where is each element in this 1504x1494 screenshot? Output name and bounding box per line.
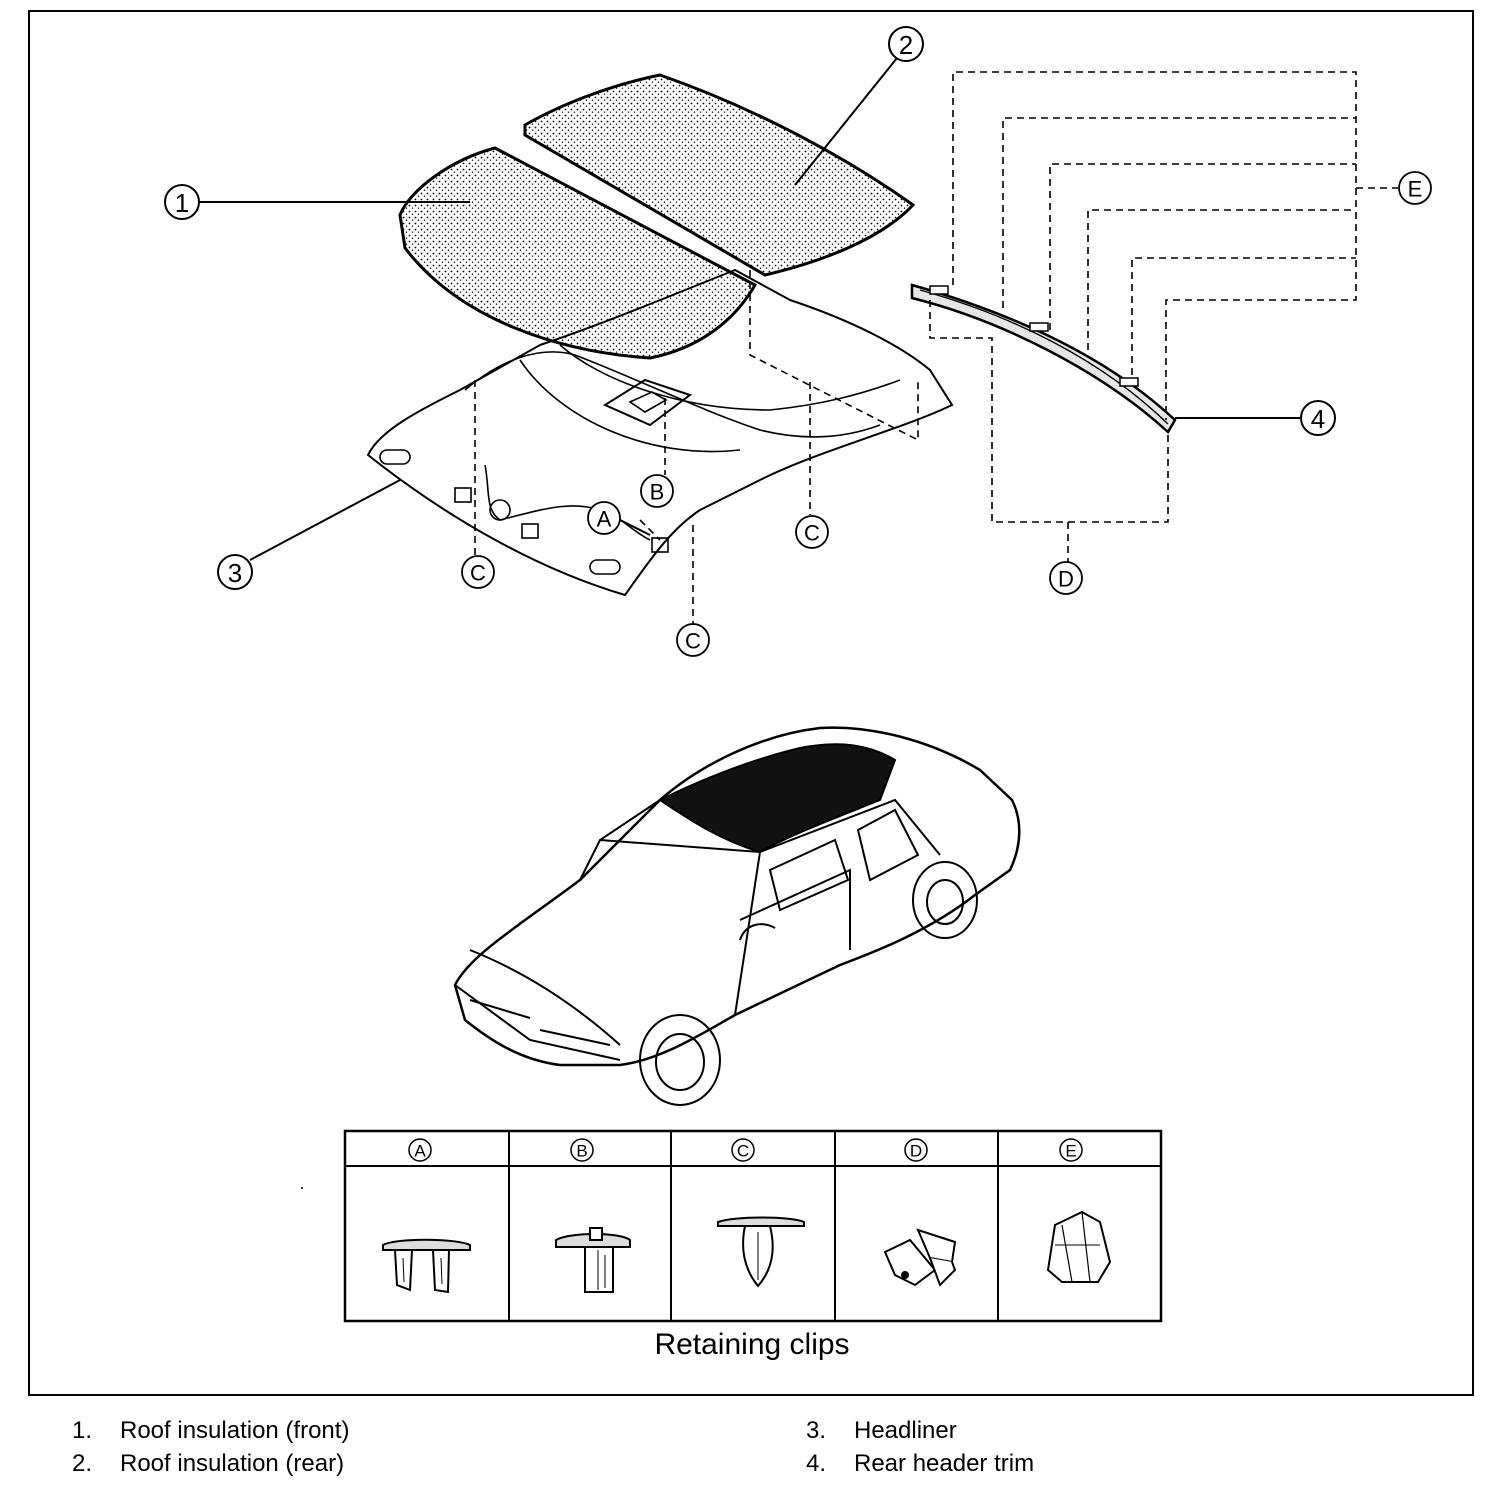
callout-4: 4 <box>1300 400 1336 436</box>
callout-2: 2 <box>888 26 924 62</box>
callout-leaders <box>200 57 1300 561</box>
legend-left: 1.Roof insulation (front) 2.Roof insulat… <box>72 1414 349 1480</box>
roof-insulation-rear <box>523 73 916 277</box>
clip-e-drawing <box>1046 1210 1112 1283</box>
svg-text:C: C <box>804 521 820 546</box>
stray-mark <box>301 1187 303 1189</box>
callout-1: 1 <box>164 184 200 220</box>
clip-callout-c-left: C <box>461 555 495 589</box>
clip-callout-a: A <box>587 501 621 535</box>
legend-item-1: 1.Roof insulation (front) <box>72 1417 350 1444</box>
svg-text:C: C <box>685 629 701 654</box>
diagram-frame <box>28 10 1474 1396</box>
clip-callout-e: E <box>1398 171 1432 205</box>
svg-text:E: E <box>1065 1142 1076 1161</box>
clip-c-drawing <box>717 1216 805 1288</box>
svg-text:B: B <box>576 1142 587 1161</box>
clip-callout-c-right: C <box>795 515 829 549</box>
svg-text:B: B <box>650 480 665 505</box>
svg-text:4: 4 <box>1311 404 1325 434</box>
clip-header-b: B <box>570 1138 594 1162</box>
clips-caption: Retaining clips <box>654 1328 850 1361</box>
clip-header-a: A <box>408 1138 432 1162</box>
legend-item-4: 4.Rear header trim <box>806 1450 1035 1477</box>
legend-right: 3.Headliner 4.Rear header trim <box>806 1414 1034 1480</box>
svg-text:A: A <box>597 507 612 532</box>
car-illustration <box>453 726 1021 1106</box>
clip-leader-lines <box>474 71 1398 625</box>
clip-header-e: E <box>1059 1138 1083 1162</box>
svg-text:D: D <box>910 1142 922 1161</box>
roof-insulation-front <box>398 146 758 360</box>
clip-d-drawing <box>883 1228 957 1287</box>
svg-text:C: C <box>470 561 486 586</box>
svg-text:C: C <box>737 1142 749 1161</box>
rear-header-trim <box>910 283 1177 434</box>
legend-item-3: 3.Headliner <box>806 1417 957 1444</box>
legend-item-2: 2.Roof insulation (rear) <box>72 1450 345 1477</box>
clip-b-drawing <box>555 1227 631 1293</box>
callout-3: 3 <box>217 554 253 590</box>
svg-text:3: 3 <box>228 558 242 588</box>
retaining-clips-table <box>343 1129 1163 1323</box>
clip-callout-c-bottom: C <box>676 623 710 657</box>
svg-text:A: A <box>414 1142 426 1161</box>
svg-text:E: E <box>1408 177 1423 202</box>
clip-header-d: D <box>904 1138 928 1162</box>
clip-a-drawing <box>382 1238 471 1294</box>
svg-text:D: D <box>1058 567 1074 592</box>
clip-callout-d: D <box>1049 561 1083 595</box>
svg-text:1: 1 <box>175 188 189 218</box>
clip-header-c: C <box>731 1138 755 1162</box>
svg-text:2: 2 <box>899 30 913 60</box>
headliner <box>366 268 954 597</box>
clip-callout-b: B <box>640 474 674 508</box>
